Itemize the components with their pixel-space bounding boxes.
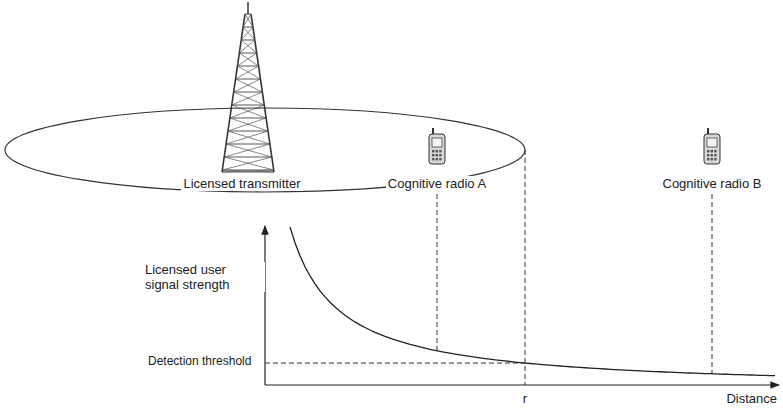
- transmitter-label: Licensed transmitter: [181, 176, 302, 191]
- phone-icon: [429, 128, 445, 164]
- signal-curve: [290, 227, 775, 376]
- radio-label: Cognitive radio A: [386, 176, 488, 191]
- dashed-line: [525, 150, 526, 385]
- dashed-line: [437, 194, 438, 351]
- y-axis: [264, 226, 265, 385]
- radio-label: Cognitive radio B: [661, 176, 764, 191]
- axis-label: Licensed user signal strength: [143, 262, 265, 292]
- coverage-ellipse: [5, 108, 525, 192]
- distance-marker: r: [521, 391, 529, 406]
- x-axis: [265, 384, 779, 385]
- phone-icon: [704, 128, 720, 164]
- threshold-label: Detection threshold: [146, 354, 253, 369]
- dashed-line: [712, 194, 713, 374]
- axis-label: Distance: [724, 391, 779, 406]
- transmitter-tower: [222, 2, 274, 172]
- dashed-line: [265, 363, 525, 364]
- dashed-guides: [265, 150, 712, 385]
